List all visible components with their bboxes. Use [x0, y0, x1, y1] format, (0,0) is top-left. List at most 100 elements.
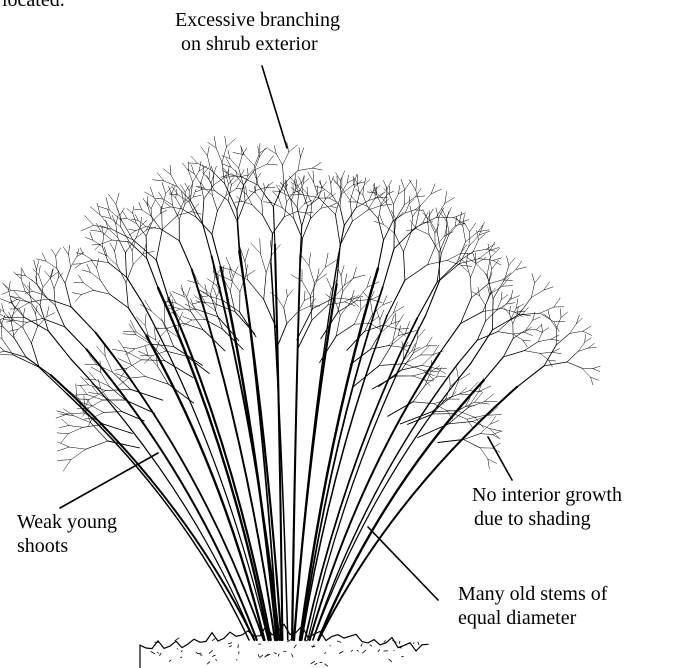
twig: [21, 267, 25, 275]
twig: [207, 156, 210, 170]
twig: [263, 215, 273, 233]
twig: [54, 278, 58, 288]
twig: [273, 207, 275, 245]
twig: [151, 200, 155, 209]
twig: [254, 153, 259, 166]
twig: [108, 263, 126, 278]
twig: [468, 392, 479, 408]
twig: [467, 264, 471, 278]
twig: [418, 329, 425, 338]
soil-speck: [216, 659, 217, 660]
twig: [12, 303, 25, 317]
label-weak-young-shoots: Weak young shoots: [17, 510, 117, 558]
twig: [567, 362, 582, 368]
soil-speck: [169, 660, 171, 662]
twig: [161, 229, 180, 241]
twig: [473, 249, 486, 251]
soil-speck: [229, 646, 231, 647]
twig: [298, 177, 301, 183]
twig: [264, 183, 265, 191]
twig: [427, 209, 433, 219]
twig: [298, 168, 312, 171]
twig: [476, 258, 486, 264]
soil-speck: [363, 650, 366, 653]
twig: [69, 426, 83, 428]
twig: [77, 385, 89, 386]
twig: [176, 189, 177, 198]
twig: [504, 308, 509, 314]
soil-speck: [361, 644, 362, 646]
twig: [228, 150, 230, 158]
twig: [340, 171, 344, 181]
twig: [147, 258, 158, 288]
twig: [201, 147, 208, 156]
twig: [132, 251, 133, 265]
twig: [33, 269, 39, 275]
twig: [533, 317, 541, 320]
twig: [91, 230, 101, 231]
twig: [409, 180, 416, 191]
twig: [26, 276, 37, 284]
twig: [299, 148, 300, 158]
twig: [295, 181, 296, 190]
twig: [145, 314, 146, 326]
twig: [379, 370, 402, 387]
twig: [210, 278, 214, 294]
twig: [214, 166, 217, 173]
twig: [185, 185, 189, 192]
twig: [2, 339, 13, 355]
twig: [470, 278, 471, 298]
twig: [56, 256, 57, 269]
twig: [464, 440, 481, 448]
twig: [287, 311, 299, 323]
twig: [393, 306, 403, 312]
twig: [329, 198, 336, 202]
twig: [217, 304, 236, 311]
twig: [412, 347, 421, 351]
soil-speck: [260, 655, 263, 657]
twig: [336, 173, 341, 181]
twig: [378, 240, 384, 268]
twig: [420, 346, 429, 356]
twig: [39, 266, 41, 275]
twig: [126, 283, 128, 308]
twig: [488, 415, 501, 416]
twig: [256, 193, 262, 201]
twig: [324, 193, 325, 200]
twig: [463, 215, 465, 227]
twig: [307, 212, 314, 213]
twig: [146, 236, 147, 258]
twig: [61, 434, 69, 443]
label-line: equal diameter: [458, 606, 607, 630]
twig: [284, 202, 286, 217]
twig: [304, 291, 305, 301]
twig: [380, 310, 384, 320]
twig: [420, 194, 431, 206]
label-line: Many old stems of: [458, 582, 607, 606]
twig: [89, 400, 103, 408]
twig: [371, 300, 382, 303]
twig: [128, 377, 145, 379]
twig: [308, 198, 319, 206]
twig: [235, 201, 243, 202]
twig: [488, 459, 490, 469]
twig: [155, 198, 163, 199]
twig: [201, 173, 205, 184]
twig: [513, 330, 526, 338]
soil-speck: [384, 641, 386, 643]
twig: [248, 280, 264, 300]
twig: [71, 449, 86, 460]
twig: [338, 291, 343, 312]
twig: [162, 215, 177, 229]
soil-speck: [337, 641, 341, 642]
twig: [202, 199, 204, 223]
twig: [209, 171, 210, 179]
twig: [239, 155, 243, 168]
twig: [470, 223, 476, 232]
twig: [409, 197, 410, 204]
twig: [97, 258, 100, 267]
soil-line: [140, 624, 428, 668]
twig: [578, 342, 585, 351]
twig: [170, 165, 171, 175]
twig: [549, 360, 553, 367]
